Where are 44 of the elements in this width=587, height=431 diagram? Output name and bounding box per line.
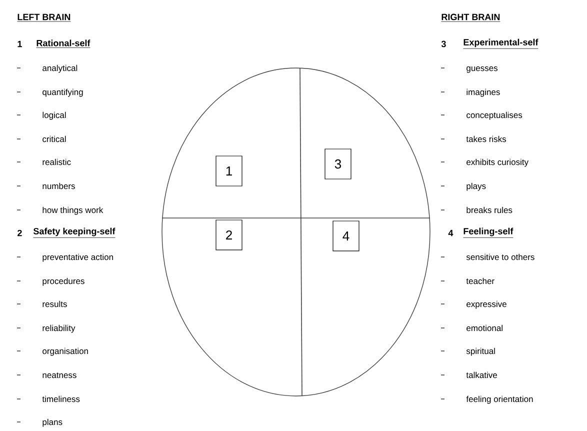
- list-item: realistic: [42, 158, 71, 166]
- list-item: plans: [42, 418, 62, 427]
- list-item: how things work: [42, 206, 104, 215]
- list-item: conceptualises: [466, 112, 522, 120]
- list-item: spiritual: [466, 348, 495, 356]
- section-number: 2: [18, 230, 22, 236]
- list-item: analytical: [42, 64, 78, 73]
- list-item: expressive: [466, 300, 506, 309]
- list-item: critical: [42, 136, 66, 142]
- quadrant-ellipse: [162, 68, 430, 396]
- number-box: 3: [324, 148, 352, 180]
- list-item: timeliness: [42, 396, 80, 402]
- section-number: 3: [441, 40, 446, 48]
- section-heading: Feeling-self: [463, 228, 514, 238]
- list-item: guesses: [466, 66, 498, 73]
- list-item: emotional: [466, 324, 502, 332]
- list-item: exhibits curiosity: [466, 158, 529, 167]
- list-item: reliability: [42, 324, 76, 333]
- section-number: 4: [448, 230, 454, 236]
- list-item: organisation: [42, 348, 88, 356]
- list-item: procedures: [42, 278, 84, 286]
- list-item: numbers: [42, 182, 75, 190]
- list-item: quantifying: [42, 88, 83, 97]
- list-item: preventative action: [42, 254, 113, 262]
- list-item: plays: [466, 182, 486, 191]
- list-item: takes risks: [466, 136, 506, 142]
- section-heading: Safety keeping-self: [33, 228, 116, 238]
- list-item: imagines: [466, 88, 500, 97]
- number-box: 2: [216, 220, 242, 250]
- column-heading: RIGHT BRAIN: [441, 14, 500, 22]
- list-item: results: [42, 300, 67, 308]
- list-item: feeling orientation: [466, 396, 533, 404]
- list-item: neatness: [42, 372, 76, 378]
- list-item: sensitive to others: [466, 254, 534, 260]
- list-item: logical: [42, 112, 66, 120]
- number-box: 1: [216, 156, 242, 186]
- section-heading: Rational-self: [36, 40, 90, 48]
- number-box: 4: [332, 220, 360, 252]
- column-heading: LEFT BRAIN: [17, 14, 71, 22]
- list-item: breaks rules: [466, 206, 512, 214]
- section-heading: Experimental-self: [463, 38, 538, 49]
- section-number: 1: [18, 40, 22, 48]
- list-item: teacher: [466, 278, 494, 284]
- list-item: talkative: [466, 372, 497, 378]
